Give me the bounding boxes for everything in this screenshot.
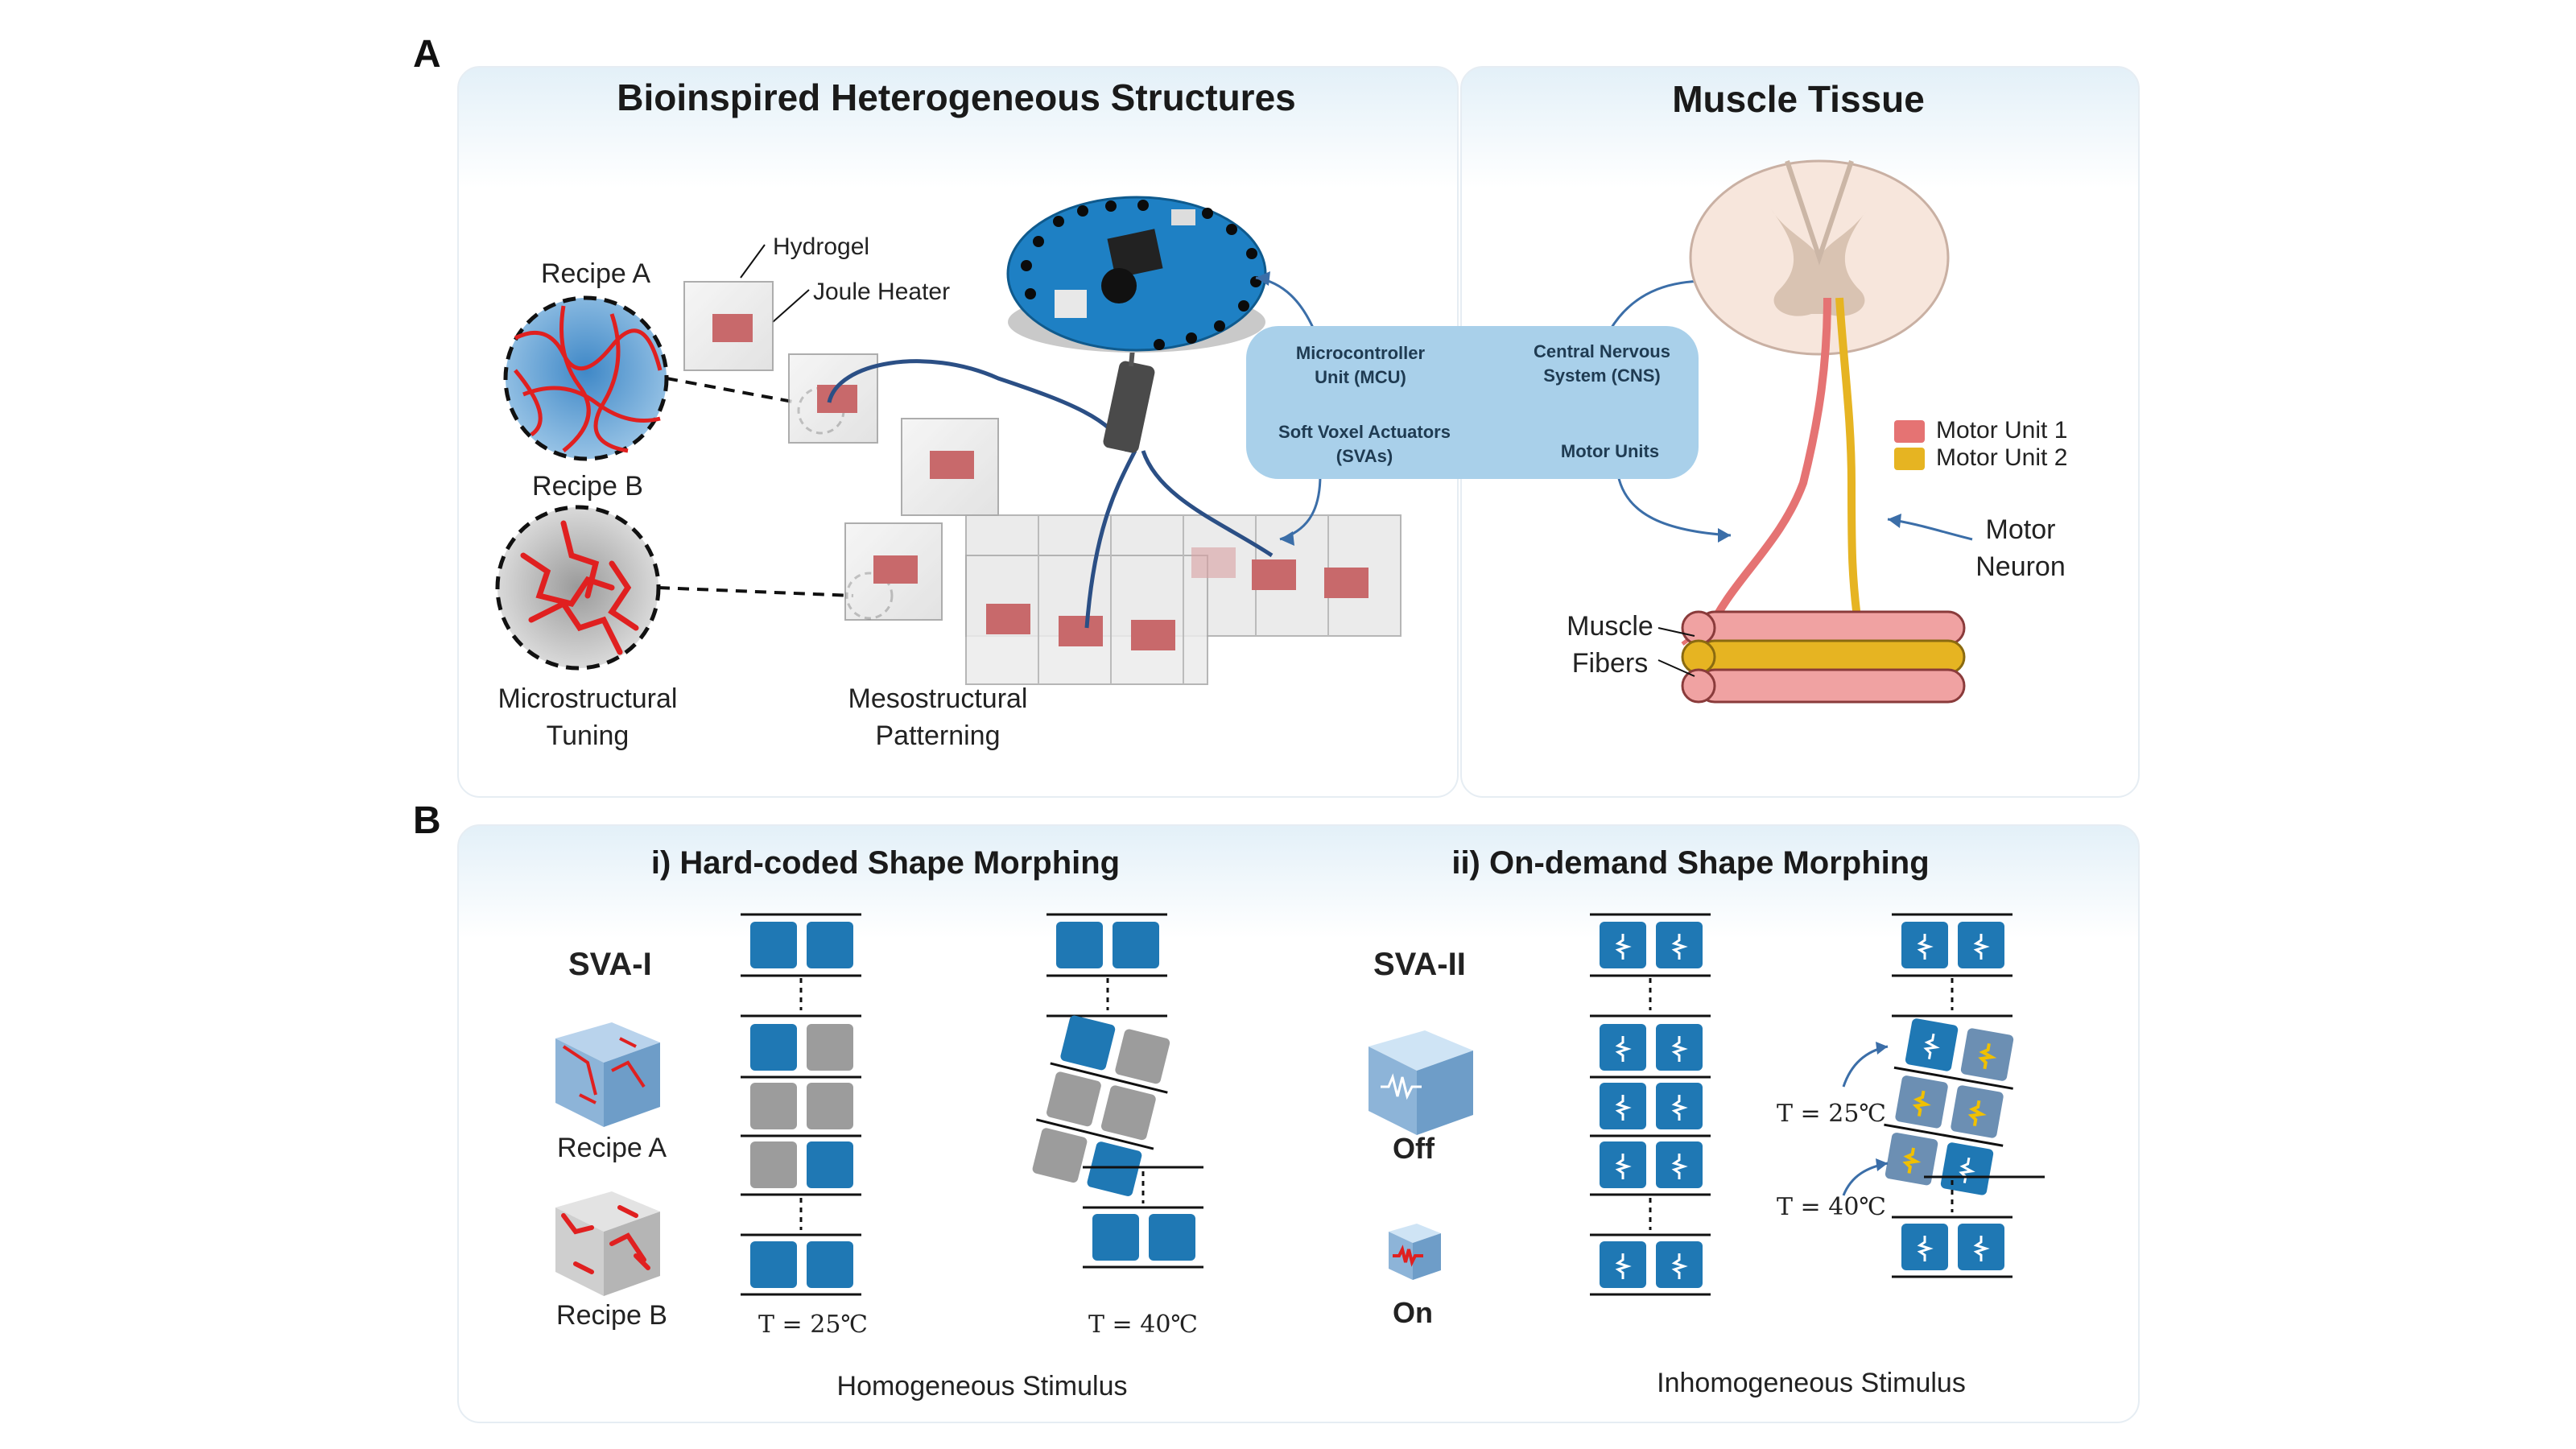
hydrogel-cube-4 [844, 522, 943, 621]
inhomogeneous-label: Inhomogeneous Stimulus [1657, 1368, 1966, 1398]
on-label: On [1393, 1296, 1433, 1329]
recipe-b-b-label: Recipe B [556, 1300, 667, 1331]
recipe-b-label: Recipe B [532, 471, 643, 502]
spinal-cord-icon [1689, 159, 1950, 356]
sva2-off-cube-icon [1368, 1030, 1473, 1135]
sva-label: Soft Voxel Actuators (SVAs) [1278, 422, 1451, 466]
motor-unit-1-swatch [1894, 420, 1925, 443]
recipe-b-cube-icon [555, 1191, 660, 1296]
joule-heater-label: Joule Heater [813, 279, 951, 305]
recipe-b-microstructure-icon [495, 505, 661, 671]
sva2-on-cube-icon [1389, 1224, 1441, 1280]
microcontroller-board [1006, 196, 1267, 353]
motor-unit-1-label: Motor Unit 1 [1936, 417, 2068, 444]
hydrogel-label: Hydrogel [773, 233, 870, 260]
recipe-a-microstructure-icon [503, 295, 669, 461]
sva1-label: SVA-I [568, 947, 652, 982]
t40-label: T = 40℃ [1088, 1311, 1198, 1339]
recipe-a-b-label: Recipe A [556, 1133, 667, 1163]
microstructural-tuning-label: Microstructural Tuning [497, 683, 678, 751]
muscle-fibers-label: Muscle Fibers [1567, 611, 1653, 679]
on-demand-title: ii) On-demand Shape Morphing [1451, 845, 1930, 881]
hard-coded-column-bent [1032, 913, 1203, 1269]
recipe-a-cube-icon [555, 1022, 660, 1127]
hydrogel-cube-1 [683, 281, 774, 371]
motor-neuron-label: Motor Neuron [1975, 514, 2066, 582]
bioinspired-title: Bioinspired Heterogeneous Structures [617, 76, 1296, 118]
off-label: Off [1393, 1132, 1435, 1165]
panel-a-letter: A [413, 33, 441, 76]
on-demand-column-bent [1884, 913, 2045, 1278]
muscle-tissue-title: Muscle Tissue [1672, 78, 1925, 120]
cns-label: Central Nervous System (CNS) [1534, 341, 1670, 386]
mcu-label: Microcontroller Unit (MCU) [1295, 343, 1426, 387]
control-box [1246, 326, 1699, 479]
hydrogel-cube-3 [901, 418, 999, 516]
muscle-fibers-icon [1681, 610, 1966, 704]
mesostructural-patterning-label: Mesostructural Patterning [848, 683, 1028, 751]
on-demand-column-straight [1590, 913, 1711, 1296]
t25-label: T = 25℃ [758, 1311, 868, 1339]
motor-units-label: Motor Units [1560, 441, 1660, 461]
motor-unit-2-swatch [1894, 448, 1925, 470]
t40-b-label: T = 40℃ [1777, 1193, 1886, 1221]
motor-unit-2-label: Motor Unit 2 [1936, 444, 2068, 471]
recipe-a-label: Recipe A [540, 258, 651, 289]
hard-coded-title: i) Hard-coded Shape Morphing [650, 845, 1121, 881]
panel-b [457, 824, 2140, 1423]
homogeneous-label: Homogeneous Stimulus [836, 1371, 1128, 1402]
panel-b-letter: B [413, 799, 441, 842]
hard-coded-column-straight [741, 913, 861, 1296]
sva2-label: SVA-II [1373, 947, 1466, 982]
t25-b-label: T = 25℃ [1777, 1100, 1886, 1128]
